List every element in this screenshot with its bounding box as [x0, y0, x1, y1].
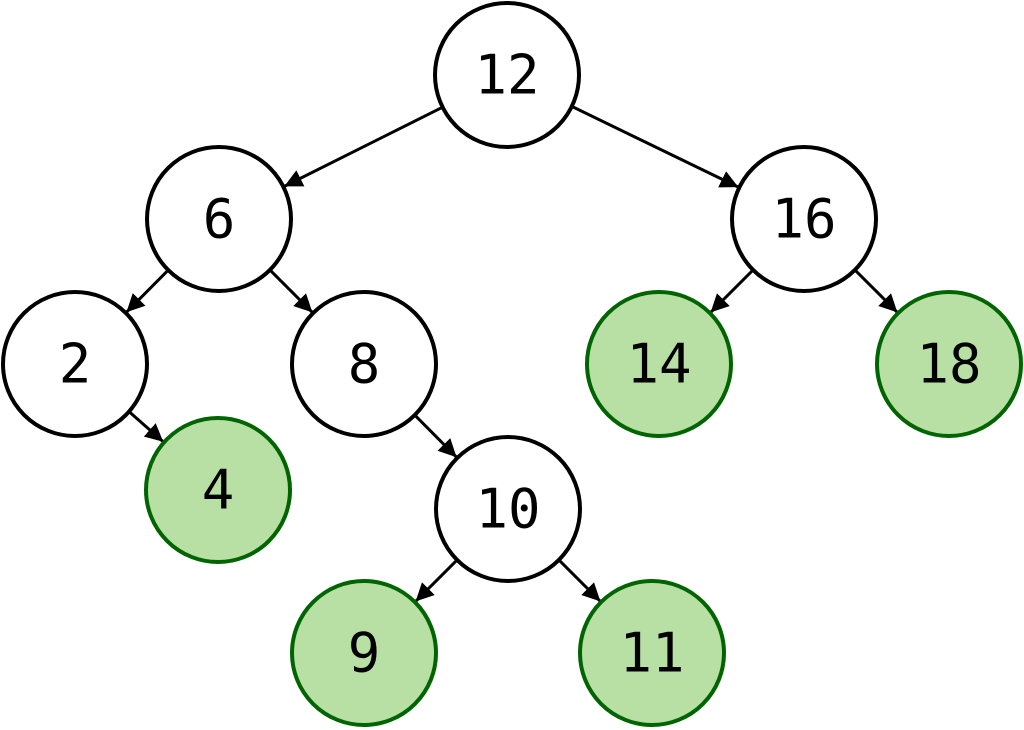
- node-label: 8: [348, 333, 381, 396]
- tree-node-11: 11: [578, 579, 726, 727]
- node-label: 10: [475, 478, 540, 541]
- node-circle: [730, 145, 878, 293]
- edge-n2-to-n4: [128, 410, 165, 443]
- node-circle: [1, 290, 149, 438]
- edge-n6-to-n2: [125, 269, 170, 314]
- tree-node-14: 14: [585, 290, 733, 438]
- edge-n16-to-n14: [709, 268, 755, 314]
- node-label: 18: [916, 333, 981, 396]
- edge-n12-to-n16: [571, 105, 739, 189]
- edges-layer: [125, 105, 899, 603]
- tree-node-4: 4: [144, 416, 292, 564]
- tree-node-8: 8: [290, 290, 438, 438]
- node-label: 14: [626, 333, 691, 396]
- node-label: 11: [619, 622, 684, 685]
- node-label: 2: [59, 333, 92, 396]
- tree-node-10: 10: [434, 435, 582, 583]
- tree-node-12: 12: [433, 1, 581, 149]
- node-label: 6: [203, 188, 236, 251]
- node-label: 4: [202, 459, 235, 522]
- edge-n6-to-n8: [268, 268, 314, 314]
- edge-n10-to-n9: [414, 558, 459, 603]
- tree-node-2: 2: [1, 290, 149, 438]
- tree-node-6: 6: [145, 145, 293, 293]
- edge-n8-to-n10: [413, 414, 458, 459]
- node-circle: [145, 145, 293, 293]
- node-circle: [434, 435, 582, 583]
- edge-n10-to-n11: [557, 558, 602, 603]
- node-circle: [875, 290, 1023, 438]
- node-label: 16: [771, 188, 836, 251]
- node-circle: [433, 1, 581, 149]
- tree-node-18: 18: [875, 290, 1023, 438]
- tree-node-9: 9: [290, 579, 438, 727]
- node-label: 12: [474, 44, 539, 107]
- node-circle: [144, 416, 292, 564]
- edge-n12-to-n6: [283, 105, 444, 188]
- node-label: 9: [348, 622, 381, 685]
- node-circle: [290, 579, 438, 727]
- edge-n16-to-n18: [853, 268, 899, 314]
- node-circle: [290, 290, 438, 438]
- node-circle: [585, 290, 733, 438]
- node-circle: [578, 579, 726, 727]
- tree-node-16: 16: [730, 145, 878, 293]
